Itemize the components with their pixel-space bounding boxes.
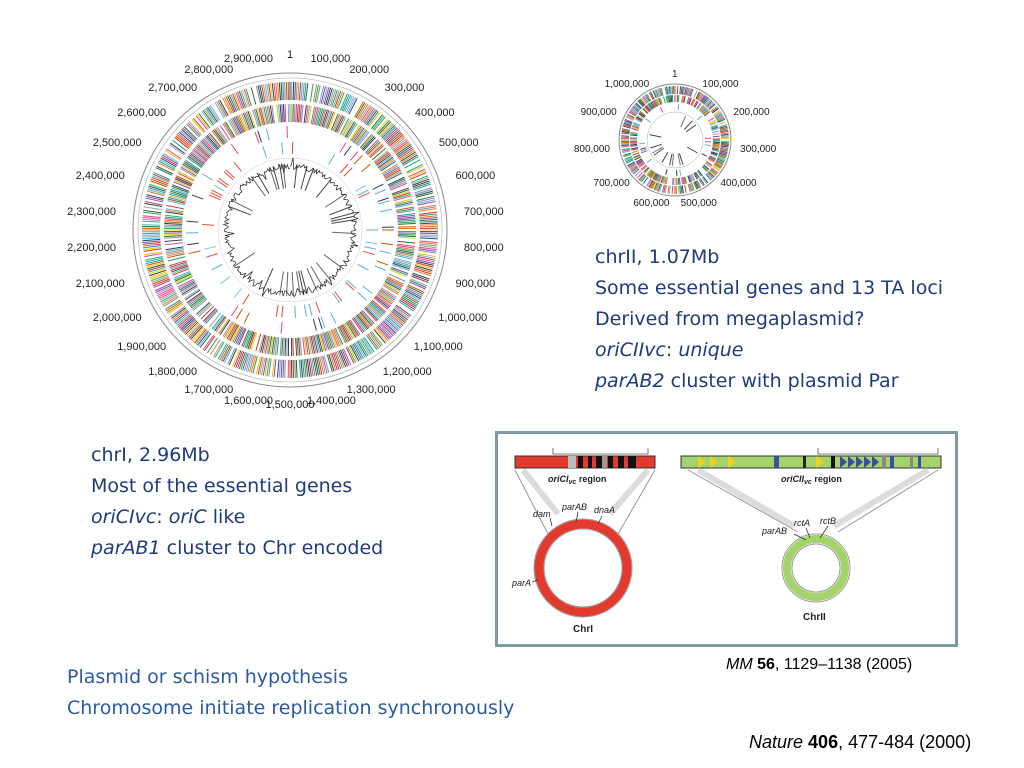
chr1-tick-label: 2,000,000 bbox=[92, 311, 142, 324]
chr2-origin-region-bar bbox=[680, 448, 942, 469]
hypothesis-line-2: Chromosome initiate replication synchron… bbox=[67, 697, 515, 719]
chr1-gc-skew bbox=[222, 157, 360, 297]
chr1-tick-label: 2,300,000 bbox=[67, 205, 117, 218]
chr1-tick-label: 2,700,000 bbox=[148, 82, 198, 95]
chr2-rna-band bbox=[649, 116, 698, 166]
chr2-ori-line: oriCIIvc: unique bbox=[595, 339, 744, 361]
chr2-tick-label: 600,000 bbox=[633, 197, 670, 209]
hypothesis-line-1: Plasmid or schism hypothesis bbox=[67, 666, 348, 688]
chr2-par-line: parAB2 cluster with plasmid Par bbox=[595, 370, 899, 392]
rctb-label: rctB bbox=[820, 516, 836, 526]
chromosome-1-map bbox=[132, 72, 448, 388]
chr1-tick-label: 800,000 bbox=[463, 242, 504, 255]
chr1-circle bbox=[534, 519, 632, 617]
chr1-tick-label: 2,400,000 bbox=[75, 169, 125, 182]
rcta-label: rctA bbox=[794, 518, 810, 528]
chr1-rna-band bbox=[228, 164, 356, 296]
chr2-gene-band-outer bbox=[621, 86, 729, 194]
chr2-genes: Some essential genes and 13 TA loci bbox=[595, 277, 944, 299]
chr1-ori-line: oriCIvc: oriC like bbox=[91, 506, 246, 528]
chr1-origin-region-bar bbox=[514, 448, 656, 469]
chr1-tick-label: 300,000 bbox=[384, 82, 425, 95]
chr1-tick-label: 1,500,000 bbox=[265, 399, 315, 411]
hypothesis-text: Plasmid or schism hypothesis Chromosome … bbox=[67, 662, 514, 724]
chr2-tick-label: 400,000 bbox=[720, 177, 757, 189]
chr1-region-label: oriCIvc region bbox=[548, 474, 606, 486]
mm-citation: MM 56, 1129–1138 (2005) bbox=[726, 656, 913, 673]
chr2-tick-label: 200,000 bbox=[733, 107, 770, 119]
chr1-tick-label: 2,600,000 bbox=[117, 106, 167, 119]
chromosome-2-description: chrII, 1.07Mb Some essential genes and 1… bbox=[595, 242, 943, 397]
chr1-tick-label: 200,000 bbox=[349, 64, 390, 77]
chr1-tick-label: 400,000 bbox=[414, 106, 455, 119]
chr1-gene-band-outer bbox=[142, 82, 438, 378]
chr2-gene-band-inner bbox=[630, 95, 720, 185]
chr1-tick-label: 1,000,000 bbox=[438, 311, 488, 324]
chr1-tick-label: 1,800,000 bbox=[148, 365, 198, 378]
chr2-feature-band bbox=[639, 104, 711, 176]
chr1-size: chrI, 2.96Mb bbox=[91, 444, 210, 466]
chr1-tick-label: 1,600,000 bbox=[224, 395, 273, 408]
chr1-tick-label: 1,200,000 bbox=[382, 365, 432, 378]
chr1-tick-ring bbox=[137, 77, 443, 383]
chr1-label: ChrI bbox=[573, 624, 593, 635]
chr2-tick-label: 300,000 bbox=[740, 143, 777, 155]
chr2-circle bbox=[783, 535, 849, 601]
chr1-tick-label: 1,300,000 bbox=[346, 383, 396, 396]
chr1-genes: Most of the essential genes bbox=[91, 475, 353, 497]
chr2-size: chrII, 1.07Mb bbox=[595, 246, 720, 268]
chr2-region-label: oriCIIvc region bbox=[781, 474, 842, 486]
chr2-tick-label: 900,000 bbox=[580, 107, 617, 119]
chromosome-1-description: chrI, 2.96Mb Most of the essential genes… bbox=[91, 440, 383, 564]
replication-origin-figure: oriCIvc region dam parAB dnaA parA ChrI bbox=[495, 431, 958, 647]
chr1-feature-band-2 bbox=[202, 142, 378, 318]
parab-right-label: parAB bbox=[761, 526, 787, 536]
chr1-par-line: parAB1 cluster to Chr encoded bbox=[91, 537, 384, 559]
chr1-tick-label: 1,400,000 bbox=[306, 395, 356, 408]
chromosome-2-map bbox=[618, 83, 732, 197]
chr1-tick-label: 700,000 bbox=[463, 205, 504, 218]
origin-diagram: oriCIvc region dam parAB dnaA parA ChrI bbox=[511, 448, 942, 635]
chr2-inner-ring bbox=[646, 111, 704, 169]
chr1-gene-band-inner bbox=[164, 104, 416, 356]
chr2-tick-label: 100,000 bbox=[702, 78, 739, 90]
chr1-tick-label: 2,100,000 bbox=[75, 278, 125, 291]
chr1-tick-label: 1 bbox=[287, 49, 294, 61]
chr1-tick-label: 600,000 bbox=[455, 169, 496, 182]
chr1-inner-ring bbox=[217, 157, 363, 303]
chr1-tick-label: 900,000 bbox=[455, 278, 496, 291]
chr2-tick-label: 800,000 bbox=[573, 143, 610, 155]
chr2-origin-hypothesis: Derived from megaplasmid? bbox=[595, 308, 865, 330]
chr1-tick-label: 2,800,000 bbox=[184, 64, 234, 77]
parab-left-label: parAB bbox=[561, 502, 587, 512]
chr2-tick-label: 700,000 bbox=[593, 177, 630, 189]
nature-citation: Nature 406, 477-484 (2000) bbox=[749, 732, 972, 752]
chr2-tick-label: 500,000 bbox=[680, 197, 717, 209]
chr1-tick-label: 1,100,000 bbox=[413, 341, 463, 354]
chr1-tick-label: 2,900,000 bbox=[224, 52, 273, 65]
chr1-tick-label: 2,200,000 bbox=[67, 242, 117, 255]
chr2-outer-ring bbox=[618, 83, 732, 197]
chr1-tick-label: 1,900,000 bbox=[117, 341, 167, 354]
chr1-outer-ring bbox=[132, 72, 448, 388]
chr1-tick-label: 500,000 bbox=[438, 136, 479, 149]
chr1-tick-label: 100,000 bbox=[310, 52, 351, 65]
para-label: parA bbox=[511, 578, 531, 588]
chr2-tick-label: 1 bbox=[672, 68, 678, 80]
chr2-label: ChrII bbox=[803, 612, 826, 623]
dam-label: dam bbox=[533, 509, 551, 519]
chr1-tick-label: 2,500,000 bbox=[92, 136, 142, 149]
chr1-tick-label: 1,700,000 bbox=[184, 383, 234, 396]
chr1-feature-band bbox=[186, 126, 394, 334]
dnaa-label: dnaA bbox=[594, 505, 615, 515]
chr2-tick-label: 1,000,000 bbox=[604, 78, 650, 90]
